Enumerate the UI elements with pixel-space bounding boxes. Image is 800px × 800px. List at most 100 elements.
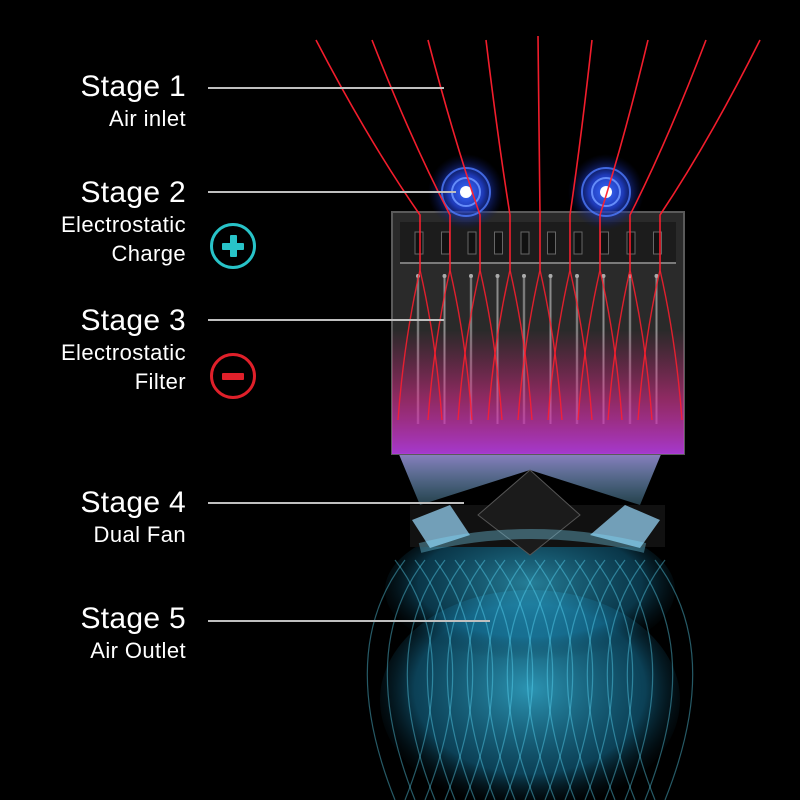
outlet-mesh-line — [466, 559, 506, 800]
filter-plate-cap — [469, 274, 473, 278]
stage-5-subtitle: Air Outlet — [90, 638, 186, 663]
outlet-mesh-line — [566, 559, 606, 800]
filter-top-slot — [467, 231, 477, 255]
airflow-branch — [577, 269, 601, 421]
filter-housing — [391, 211, 685, 455]
stage-1-title: Stage 1 — [80, 70, 186, 103]
stage-2-title: Stage 2 — [80, 176, 186, 209]
outlet-mesh-line — [434, 559, 474, 800]
minus-icon — [210, 353, 256, 399]
stage-3-leader — [208, 319, 444, 321]
airflow-line — [537, 35, 541, 270]
outlet-mesh-line — [394, 559, 434, 800]
air-outlet-glow — [366, 520, 694, 800]
stage-4-leader — [208, 502, 464, 504]
stage-1-label: Stage 1 Air inlet — [80, 70, 186, 133]
airflow-branch — [517, 269, 541, 421]
airflow-branch — [637, 269, 661, 421]
filter-top-slot — [573, 231, 583, 255]
dual-fan-graphic — [398, 452, 665, 556]
stage-2-leader — [208, 191, 456, 193]
outlet-mesh-line — [454, 559, 494, 800]
airflow-branch — [427, 269, 451, 421]
filter-top-slot — [414, 231, 424, 255]
stage-1-leader — [208, 87, 444, 89]
airflow-branch — [629, 269, 653, 421]
airflow-line — [569, 39, 593, 270]
outlet-mesh-line — [386, 559, 426, 800]
filter-top-slot — [653, 231, 662, 255]
stage-3-subtitle-1: Electrostatic — [60, 340, 186, 365]
outlet-mesh-line — [446, 559, 486, 800]
outlet-mesh-line — [586, 559, 626, 800]
airflow-lines — [315, 35, 761, 421]
stage-5-label: Stage 5 Air Outlet — [80, 602, 186, 665]
filter-plate-cap — [601, 274, 606, 278]
outlet-mesh-line — [654, 559, 694, 800]
filter-top-slot — [600, 231, 609, 255]
airflow-line — [599, 39, 649, 270]
outlet-mesh-line — [526, 559, 566, 800]
filter-plate-cap — [654, 274, 659, 278]
stage-5-title: Stage 5 — [80, 602, 186, 635]
filter-top-slot — [494, 231, 503, 255]
filter-plate-cap — [575, 274, 579, 278]
outlet-mesh-line — [574, 559, 614, 800]
ionizer-emitters — [428, 154, 644, 230]
outlet-mesh-line — [494, 559, 534, 800]
airflow-branch — [599, 269, 623, 421]
outlet-mesh-line — [474, 559, 514, 800]
filter-top-slot — [520, 231, 530, 255]
airflow-line — [371, 39, 451, 270]
airflow-line — [629, 39, 707, 270]
airflow-branch — [569, 269, 593, 421]
stage-3-title: Stage 3 — [80, 304, 186, 337]
outlet-mesh-line — [614, 559, 654, 800]
outlet-mesh-line — [594, 559, 634, 800]
outlet-mesh-line — [426, 559, 466, 800]
outlet-mesh-line — [626, 559, 666, 800]
airflow-branch — [479, 269, 503, 421]
filter-top-slot — [547, 231, 556, 255]
outlet-mesh-line — [506, 559, 546, 800]
airflow-line — [659, 39, 761, 270]
airflow-branch — [659, 269, 683, 421]
stage-2-subtitle-1: Electrostatic — [60, 212, 186, 237]
filter-plate-cap — [495, 274, 500, 278]
stage-3-label: Stage 3 Electrostatic Filter — [61, 304, 186, 396]
airflow-branch — [457, 269, 481, 421]
plus-icon — [210, 223, 256, 269]
stage-3-subtitle-2: Filter — [134, 369, 186, 394]
stage-4-label: Stage 4 Dual Fan — [80, 486, 186, 549]
airflow-branch — [509, 269, 533, 421]
outlet-mesh-line — [534, 559, 574, 800]
outlet-mesh-line — [366, 559, 406, 800]
outlet-mesh-line — [486, 559, 526, 800]
outlet-mesh-line — [546, 559, 586, 800]
stage-2-label: Stage 2 Electrostatic Charge — [61, 176, 186, 268]
airflow-line — [427, 39, 481, 270]
stage-4-title: Stage 4 — [80, 486, 186, 519]
stage-4-subtitle: Dual Fan — [93, 522, 186, 547]
outlet-mesh-line — [414, 559, 454, 800]
airflow-branch — [487, 269, 511, 421]
airflow-branch — [397, 269, 421, 421]
airflow-line — [485, 39, 511, 270]
filter-plate-cap — [442, 274, 447, 278]
filter-plate-cap — [522, 274, 526, 278]
airflow-branch — [547, 269, 571, 421]
stage-2-subtitle-2: Charge — [111, 241, 186, 266]
filter-top-slot — [441, 231, 450, 255]
outlet-mesh-line — [406, 559, 446, 800]
stage-1-subtitle: Air inlet — [109, 106, 186, 131]
filter-plate-cap — [548, 274, 553, 278]
filter-top-slot — [626, 231, 636, 255]
outlet-mesh-line — [634, 559, 674, 800]
airflow-branch — [449, 269, 473, 421]
airflow-branch — [419, 269, 443, 421]
airflow-line — [315, 39, 421, 270]
stage-5-leader — [208, 620, 490, 622]
airflow-branch — [539, 269, 563, 421]
airflow-branch — [607, 269, 631, 421]
